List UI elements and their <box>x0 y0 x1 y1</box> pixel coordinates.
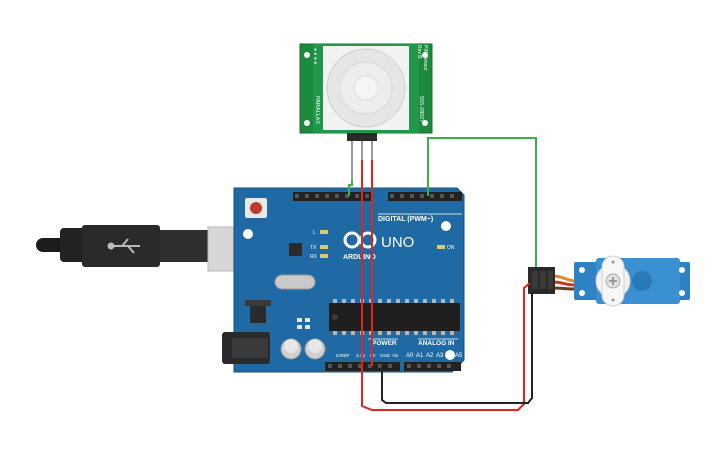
power-label: POWER <box>372 340 397 347</box>
svg-text:3.3V: 3.3V <box>356 353 365 358</box>
servo-horn <box>595 255 631 307</box>
led-label-l: L <box>313 230 316 236</box>
wire-pir-signal <box>348 180 353 196</box>
led-label-tx: TX <box>310 245 317 251</box>
pir-model-label: 555-28027 <box>418 96 424 122</box>
pir-title-label: PIR Sensor <box>422 45 428 71</box>
usb-cable <box>36 225 269 272</box>
usb-symbol-icon <box>107 238 140 254</box>
svg-text:A2: A2 <box>426 353 434 359</box>
svg-text:GND: GND <box>380 353 391 358</box>
wires <box>348 137 537 411</box>
pir-brand-label: PARALLAX <box>314 96 320 124</box>
led-label-rx: RX <box>310 254 318 260</box>
capacitors <box>280 338 326 360</box>
pir-rev-label: Rev B <box>416 45 422 59</box>
status-leds: L TX RX ON <box>310 230 455 260</box>
on-label: ON <box>447 245 455 251</box>
servo-motor <box>528 255 690 307</box>
wire-5v <box>361 160 531 411</box>
usb-chip <box>289 243 302 256</box>
arduino-uno-board: DIGITAL (PWM~) ARDUINO UNO L TX RX ON <box>222 187 465 373</box>
board-name: UNO <box>381 234 414 251</box>
analog-label: ANALOG IN <box>418 340 455 347</box>
svg-text:A5: A5 <box>455 353 463 359</box>
analog-pin-labels: A0 A1 A2 A3 A4 A5 <box>406 353 463 359</box>
microcontroller-chip <box>329 303 460 331</box>
svg-text:A3: A3 <box>436 353 444 359</box>
pir-sensor: PARALLAX 555-28027 PIR Sensor Rev B ● ● … <box>299 43 433 180</box>
voltage-regulator <box>250 305 266 323</box>
digital-label: DIGITAL (PWM~) <box>378 216 433 223</box>
svg-text:A4: A4 <box>446 353 454 359</box>
svg-text:Vin: Vin <box>392 353 399 358</box>
crystal <box>274 274 316 290</box>
svg-text:IOREF: IOREF <box>336 353 350 358</box>
svg-text:A1: A1 <box>416 353 424 359</box>
wire-servo-signal <box>427 137 537 267</box>
wire-gnd <box>381 292 533 404</box>
svg-text:A0: A0 <box>406 353 414 359</box>
brand-label: ARDUINO <box>343 254 376 261</box>
pir-pin-labels: ● ● ● ● <box>312 48 318 64</box>
